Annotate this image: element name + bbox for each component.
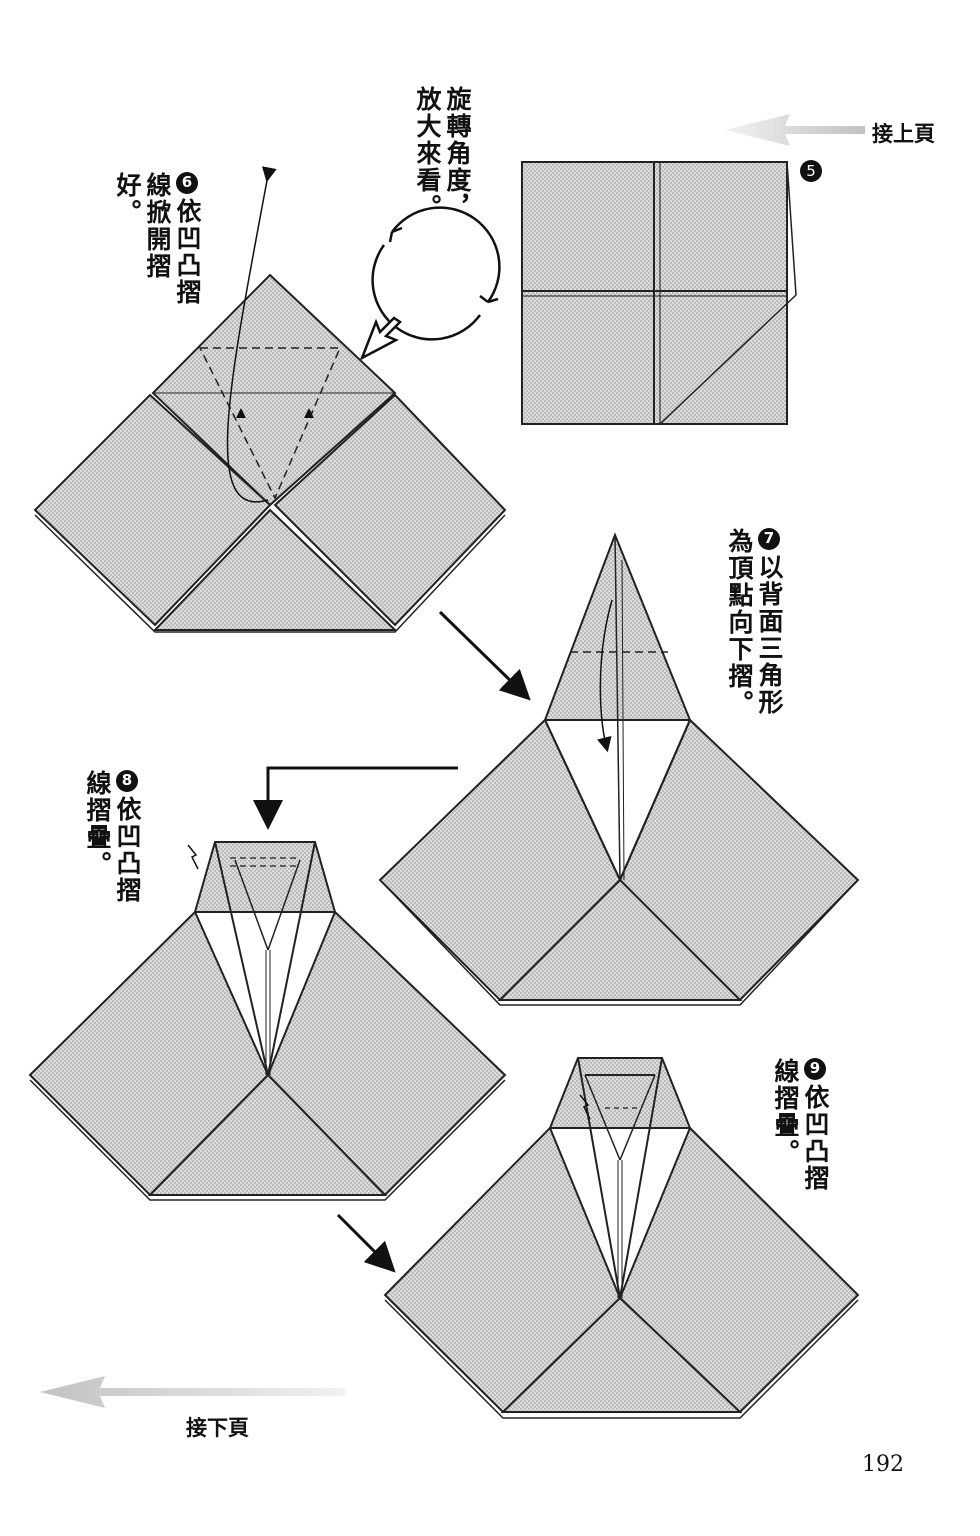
arrow-8-to-9 — [336, 1213, 396, 1273]
arrow-7-to-8 — [253, 766, 458, 830]
step-6-text: 依凹凸摺線掀開摺好。 — [113, 172, 202, 306]
step-9-number: 9 — [804, 1058, 826, 1080]
step-9-figure — [383, 1057, 860, 1419]
step-9-label: 9依凹凸摺線摺疊。 — [770, 1058, 830, 1208]
step-7-text: 以背面三角形為頂點向下摺。 — [725, 528, 784, 717]
step-7-number: 7 — [758, 528, 780, 550]
step-7-figure — [378, 532, 860, 1006]
next-page-arrow — [40, 1376, 345, 1408]
arrow-6-to-7 — [438, 610, 531, 701]
step-9-zigzag-icon — [579, 1094, 591, 1120]
prev-page-arrow — [725, 114, 865, 146]
step-6-arrowheads — [236, 408, 314, 418]
step-9-text: 依凹凸摺線摺疊。 — [771, 1058, 830, 1192]
step-8-number: 8 — [116, 770, 138, 792]
step-8-zigzag-icon — [187, 844, 199, 870]
rotate-note: 旋轉角度，放大來看。 — [413, 86, 472, 221]
step-7-fold-arrow — [596, 599, 613, 753]
step-6-number: 6 — [176, 172, 198, 194]
next-page-label: 接下頁 — [186, 1416, 249, 1440]
step-8-label: 8依凹凸摺線摺疊。 — [82, 770, 142, 920]
step-8-figure — [28, 841, 507, 1201]
step-6-fold-arrow — [226, 166, 277, 503]
step-5-number: 5 — [800, 160, 822, 182]
step-8-text: 依凹凸摺線摺疊。 — [83, 770, 142, 904]
step-6-figure — [33, 273, 507, 633]
step-7-label: 7以背面三角形為頂點向下摺。 — [724, 528, 784, 728]
step-6-label: 6依凹凸摺線掀開摺好。 — [112, 172, 202, 322]
step-5-figure — [521, 161, 797, 425]
step-5-label: 5 — [800, 160, 822, 186]
page-number: 192 — [862, 1452, 904, 1477]
prev-page-label: 接上頁 — [872, 122, 935, 146]
enlarge-arrow-icon — [359, 316, 402, 361]
rotate-icon — [371, 206, 501, 341]
